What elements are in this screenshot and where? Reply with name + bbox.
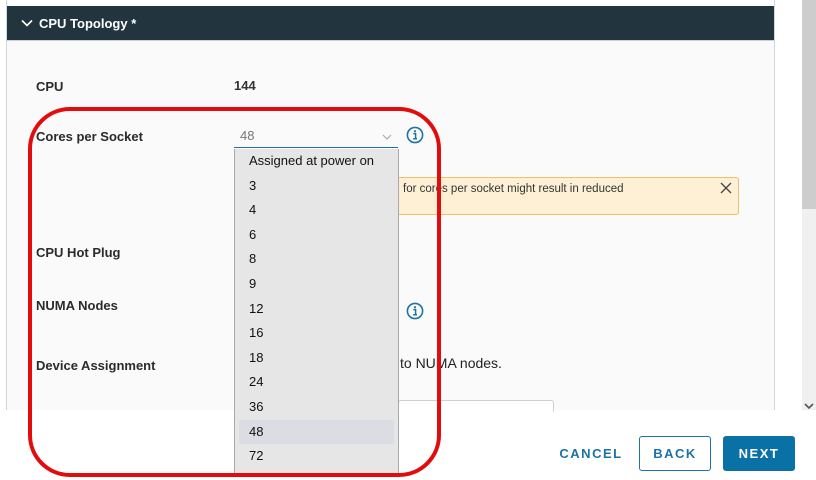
cores-per-socket-label: Cores per Socket (36, 129, 143, 144)
device-assignment-text: to NUMA nodes. (400, 355, 502, 371)
warning-alert: for cores per socket might result in red… (392, 177, 739, 215)
dropdown-option[interactable]: 3 (249, 177, 257, 193)
dropdown-option[interactable]: 36 (249, 398, 264, 414)
cores-per-socket-value: 48 (240, 128, 255, 143)
vertical-scrollbar[interactable] (802, 0, 816, 410)
dropdown-option[interactable]: 16 (249, 325, 264, 341)
cancel-button[interactable]: CANCEL (559, 446, 623, 461)
panel-top-gap (7, 0, 774, 6)
dropdown-option[interactable]: 72 (249, 448, 264, 464)
cpu-hot-plug-label: CPU Hot Plug (36, 245, 121, 260)
info-icon[interactable] (406, 126, 424, 144)
device-assignment-input[interactable] (398, 400, 554, 412)
dropdown-option[interactable]: 8 (249, 251, 257, 267)
back-button[interactable]: BACK (639, 436, 711, 471)
dropdown-option[interactable]: Assigned at power on (249, 153, 375, 168)
chevron-down-icon[interactable] (804, 397, 814, 415)
cpu-label: CPU (36, 79, 64, 94)
section-title: CPU Topology * (39, 15, 137, 31)
dropdown-option[interactable]: 24 (249, 374, 264, 390)
alert-text: for cores per socket might result in red… (403, 183, 624, 195)
next-button[interactable]: NEXT (723, 436, 795, 471)
chevron-down-icon (21, 19, 35, 27)
scrollbar-thumb[interactable] (802, 0, 816, 209)
dropdown-option-selected[interactable]: 48 (239, 419, 394, 445)
close-icon[interactable] (720, 182, 732, 197)
dropdown-option[interactable]: 18 (249, 349, 264, 365)
cpu-value: 144 (234, 78, 256, 93)
numa-nodes-label: NUMA Nodes (36, 298, 118, 313)
device-assignment-label: Device Assignment (36, 358, 156, 373)
cores-per-socket-dropdown-list[interactable]: Assigned at power on 3 4 6 8 9 12 16 18 … (234, 149, 399, 477)
info-icon[interactable] (406, 302, 424, 320)
dropdown-option[interactable]: 6 (249, 226, 257, 242)
dropdown-option[interactable]: 4 (249, 202, 257, 218)
dropdown-option[interactable]: 9 (249, 275, 257, 291)
section-header-cpu-topology[interactable]: CPU Topology * (7, 6, 774, 41)
chevron-down-icon (382, 129, 392, 144)
dropdown-option[interactable]: 12 (249, 300, 264, 316)
cores-per-socket-select[interactable]: 48 (234, 124, 398, 148)
